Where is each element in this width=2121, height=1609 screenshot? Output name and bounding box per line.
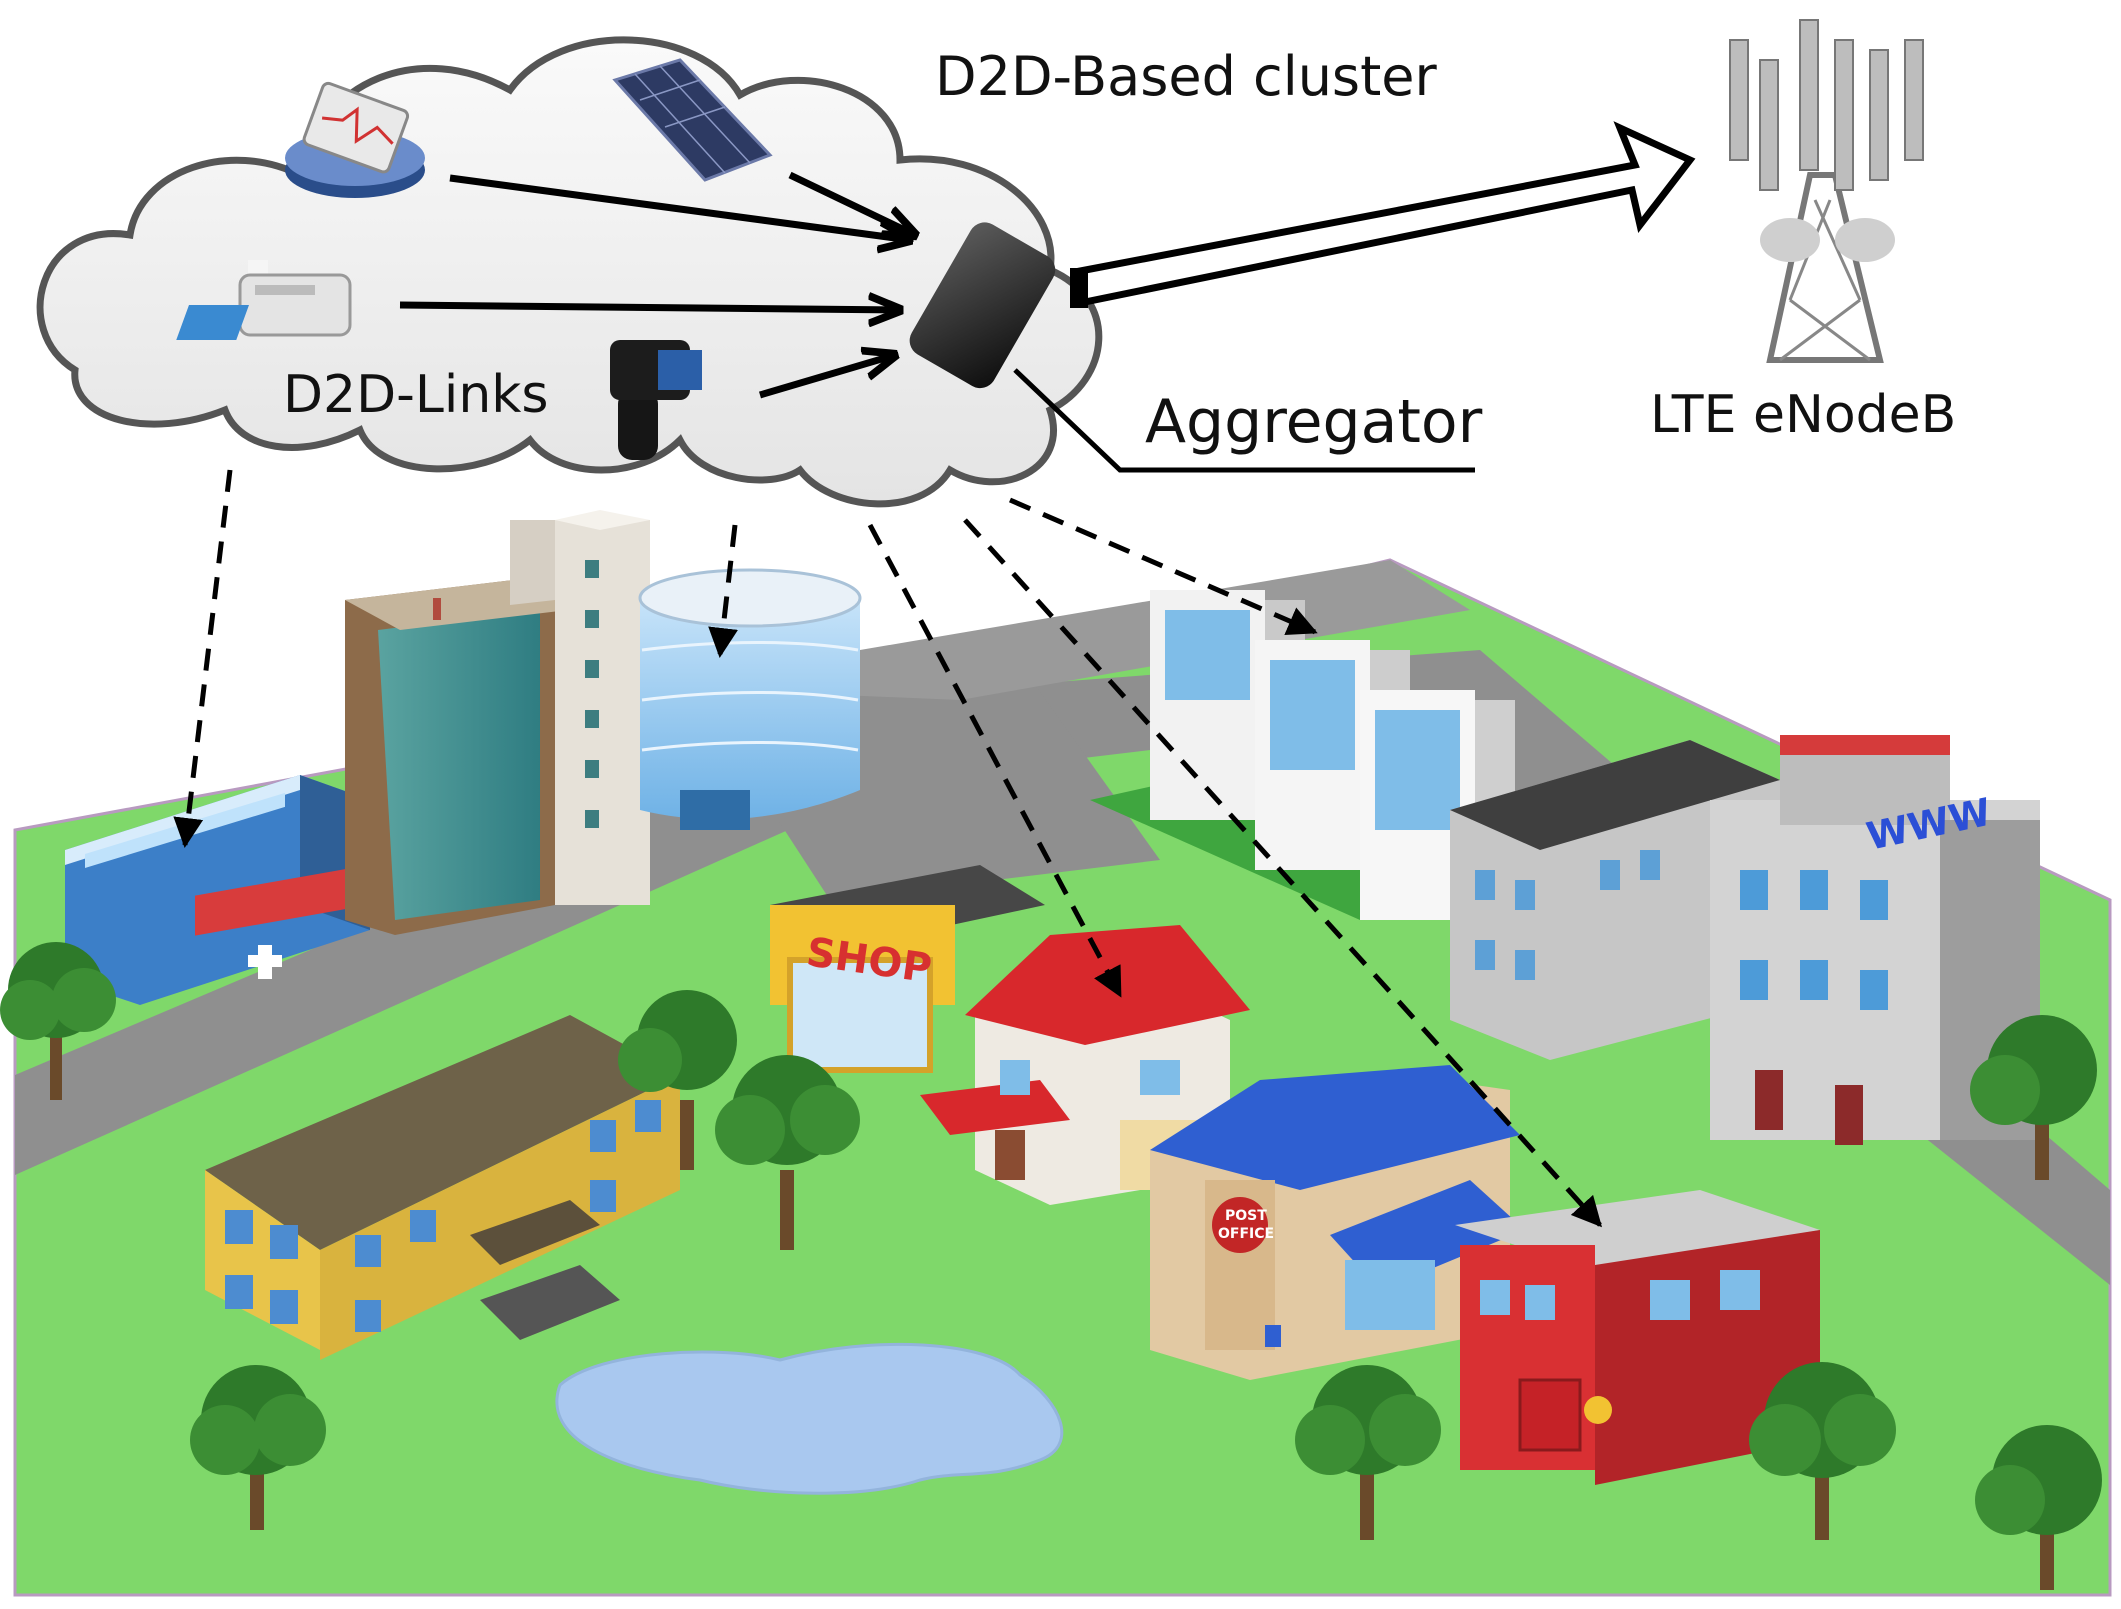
white-office-blocks (1090, 590, 1530, 920)
aggregator-label: Aggregator (1145, 387, 1483, 457)
grey-office (1450, 740, 1780, 1060)
glass-building (638, 568, 862, 830)
base-station-label: LTE eNodeB (1650, 385, 1956, 445)
tree (715, 1055, 860, 1250)
solar-panel-icon (612, 58, 773, 182)
tree (1295, 1365, 1441, 1540)
d2d-link (759, 355, 895, 399)
tree (0, 942, 116, 1100)
tree (1970, 1015, 2097, 1180)
d2d-link (449, 174, 910, 240)
tree (1975, 1425, 2102, 1590)
dashed-link-fire (963, 518, 1603, 1228)
aggregator-pointer (1013, 368, 1475, 473)
cell-tower-icon (1729, 19, 1924, 363)
tree (1749, 1362, 1896, 1540)
road-upper (720, 560, 1470, 700)
tree (618, 990, 737, 1170)
trees (0, 942, 2102, 1590)
smartwatch-icon (610, 340, 702, 460)
shop-building: SHOP (770, 865, 1045, 1073)
d2d-links (399, 171, 915, 399)
pond (555, 1342, 1064, 1495)
isp-building: WWW (1710, 735, 2040, 1145)
post-office-sign-line2: OFFICE (1218, 1226, 1274, 1242)
medical-device-icon (285, 81, 425, 198)
tree (190, 1365, 326, 1530)
smartphone-icon (909, 222, 1056, 389)
printer-icon (176, 260, 352, 340)
dashed-link-offices (1009, 497, 1318, 636)
post-office-sign-line1: POST (1225, 1208, 1267, 1224)
dashed-link-hospital (173, 469, 233, 848)
d2d-link (788, 171, 915, 235)
dashed-link-glass (708, 524, 738, 658)
d2d-link (399, 305, 900, 310)
school-building (205, 1015, 680, 1360)
cluster-title: D2D-Based cluster (935, 45, 1437, 108)
uplink-arrow (1070, 121, 1696, 307)
links-label: D2D-Links (283, 365, 549, 425)
post-office: POST OFFICE (1150, 1065, 1525, 1380)
cluster-cloud (36, 36, 1103, 508)
dashed-links (173, 469, 1603, 1228)
dashed-link-house (867, 523, 1123, 998)
office-tower (345, 510, 650, 935)
